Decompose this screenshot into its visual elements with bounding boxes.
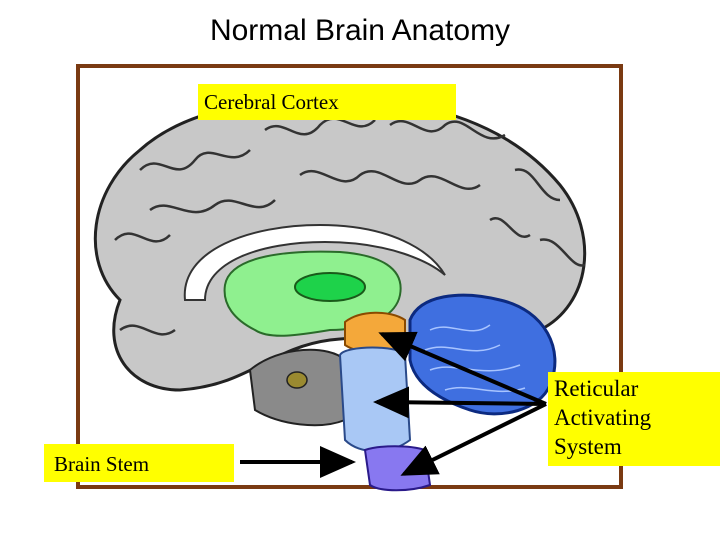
reticular-activating-system-label: Reticular Activating System (548, 372, 720, 466)
pituitary-shape (286, 371, 308, 389)
ras-arrow-medulla (400, 402, 547, 476)
brainstem-pons (338, 346, 412, 453)
medulla-region (363, 445, 432, 492)
slide-title: Normal Brain Anatomy (209, 14, 511, 47)
ras-arrow-pons (373, 386, 547, 419)
ras-arrow-midbrain (378, 331, 547, 406)
thalamus-shape (294, 272, 366, 302)
brain-stem-label: Brain Stem (44, 444, 234, 482)
corpus-callosum (183, 223, 446, 301)
cortex-gyri (114, 117, 586, 336)
label-arrows (240, 331, 547, 478)
cerebral-cortex-label: Cerebral Cortex (198, 84, 456, 120)
